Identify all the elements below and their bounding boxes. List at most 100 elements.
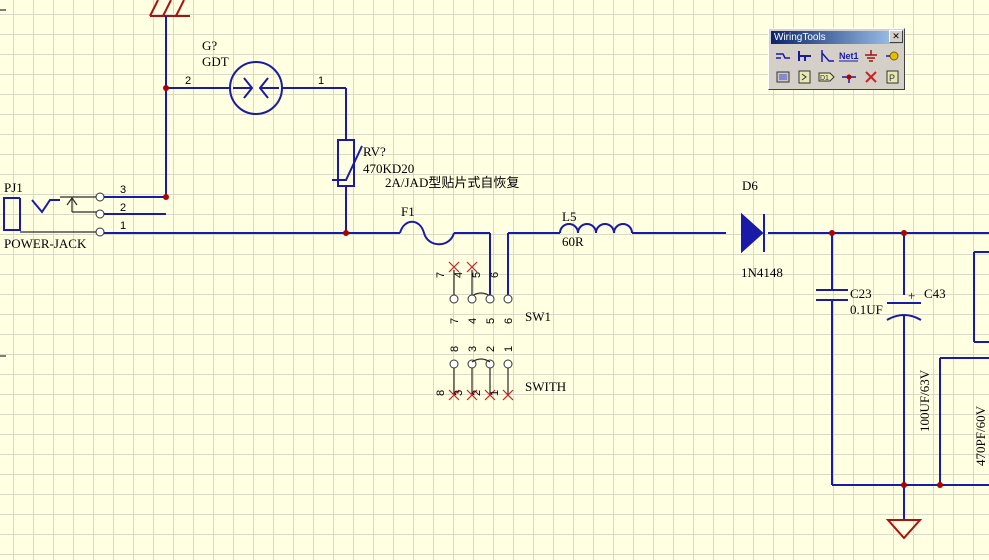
- c43-polarity: +: [908, 288, 915, 303]
- jack-body: [3, 197, 21, 231]
- bus-entry-icon: [820, 49, 834, 62]
- jack-pin-circle[interactable]: [95, 209, 105, 219]
- f1-designator: F1: [401, 204, 415, 219]
- wire-tool-button[interactable]: [772, 46, 793, 65]
- swith-bottom-pin: 8: [435, 390, 447, 396]
- junction-dot: [163, 85, 169, 91]
- diode-triangle: [741, 212, 764, 254]
- jack-pin-circle[interactable]: [95, 227, 105, 237]
- swith-designator: SWITH: [525, 379, 566, 394]
- f1-note: 2A/JAD型贴片式自恢复: [385, 175, 519, 190]
- sw1-bottom-pin: 5: [485, 318, 497, 324]
- swith-pin-circle[interactable]: [503, 359, 513, 369]
- toolbar-row-1: Net1: [772, 46, 903, 65]
- swith-bottom-pin: 1: [489, 390, 501, 396]
- d6-value: 1N4148: [741, 265, 783, 280]
- sw1-bottom-pin: 7: [449, 318, 461, 324]
- swith-pin-circle[interactable]: [449, 359, 459, 369]
- gdt-arrow: [258, 77, 269, 99]
- varistor-slash: [332, 145, 363, 181]
- sw1-designator: SW1: [525, 309, 551, 324]
- switch-sw1[interactable]: 7 4 5 6 7 4 5 6 SW1: [435, 261, 551, 324]
- sw1-top-pin: 6: [489, 272, 501, 278]
- c43-designator: C43: [924, 286, 946, 301]
- gdt-designator: G?: [202, 38, 217, 53]
- part-icon: [776, 71, 789, 82]
- pj1-pin-1: 1: [120, 220, 126, 232]
- net-label-tool-button[interactable]: Net1: [838, 46, 859, 65]
- wiring-tools-toolbar[interactable]: WiringTools ✕ Net1 D1: [768, 28, 905, 90]
- sw1-pin-circle[interactable]: [485, 294, 495, 304]
- swith-bottom-pin: 2: [471, 390, 483, 396]
- power-port-tool-button[interactable]: [882, 46, 903, 65]
- bus-tool-button[interactable]: [794, 46, 815, 65]
- sheet-entry-icon: D1: [818, 72, 835, 82]
- swith-top-pin: 2: [485, 346, 497, 352]
- cap-curved-plate: [886, 314, 922, 321]
- junction-dot: [163, 194, 169, 200]
- sw1-bottom-pin: 6: [503, 318, 515, 324]
- fuse-f1[interactable]: F1 2A/JAD型贴片式自恢复: [385, 175, 519, 246]
- junction-dot: [901, 482, 907, 488]
- pj1-designator: PJ1: [4, 180, 23, 195]
- sheet-symbol-tool-button[interactable]: [794, 67, 815, 86]
- wire-icon: [775, 52, 790, 59]
- capacitor-c23[interactable]: C23 0.1UF: [816, 286, 883, 317]
- inductor-l5[interactable]: L5 60R: [559, 209, 633, 249]
- toolbar-title[interactable]: WiringTools: [771, 31, 902, 44]
- fuse-body: [399, 220, 455, 246]
- swith-nc-marks: [448, 389, 514, 401]
- sw1-nc-marks: [448, 261, 478, 273]
- bus-entry-tool-button[interactable]: [816, 46, 837, 65]
- switch-swith[interactable]: 8 3 2 1 8 3 2 1 SWITH: [435, 346, 566, 401]
- swith-bottom-pin: 3: [453, 390, 465, 396]
- gas-discharge-tube-gdt[interactable]: G? GDT 2 1: [185, 38, 324, 115]
- ground-symbol[interactable]: [885, 519, 923, 540]
- svg-text:Net1: Net1: [839, 51, 859, 61]
- sw1-bottom-pin: 4: [467, 318, 479, 324]
- sheet-symbol-icon: [798, 70, 810, 83]
- wires[interactable]: [104, 16, 989, 520]
- swith-top-pin: 1: [503, 346, 515, 352]
- net-label-icon: Net1: [838, 51, 859, 61]
- junction-dot: [829, 230, 835, 236]
- pj1-name: POWER-JACK: [4, 236, 87, 251]
- c23-designator: C23: [850, 286, 872, 301]
- gdt-pin-2: 2: [185, 75, 191, 87]
- jack-pin-circle[interactable]: [95, 192, 105, 202]
- l5-value: 60R: [562, 234, 584, 249]
- no-erc-tool-button[interactable]: [860, 67, 881, 86]
- sheet-entry-tool-button[interactable]: D1: [816, 67, 837, 86]
- close-icon[interactable]: ✕: [889, 30, 903, 43]
- power-jack-pj1[interactable]: 3 2 1 PJ1 POWER-JACK: [3, 180, 126, 251]
- swith-pin-circle[interactable]: [485, 359, 495, 369]
- varistor-rv[interactable]: RV? 470KD20: [332, 139, 414, 187]
- c-right-value: 470PF/60V: [973, 405, 988, 466]
- junctions: [163, 85, 943, 488]
- diode-d6[interactable]: D6 1N4148: [741, 178, 783, 280]
- junction-dot: [343, 230, 349, 236]
- sw1-pin-circle[interactable]: [503, 294, 513, 304]
- part-tool-button[interactable]: [772, 67, 793, 86]
- rv-designator: RV?: [363, 144, 386, 159]
- port-icon: P: [886, 70, 898, 83]
- sw1-top-pin: 5: [471, 272, 483, 278]
- jack-arrow: [66, 196, 78, 206]
- l5-designator: L5: [562, 209, 576, 224]
- pj1-pin-3: 3: [120, 184, 126, 196]
- sw1-pin-circle[interactable]: [467, 294, 477, 304]
- port-tool-button[interactable]: P: [882, 67, 903, 86]
- swith-top-pin: 8: [449, 346, 461, 352]
- c23-value: 0.1UF: [850, 302, 883, 317]
- earth-ground-symbol[interactable]: [149, 0, 190, 17]
- ground-tool-button[interactable]: [860, 46, 881, 65]
- gdt-pin-1: 1: [318, 75, 324, 87]
- no-erc-icon: [864, 70, 877, 83]
- swith-pin-circle[interactable]: [467, 359, 477, 369]
- inductor-coil: [559, 223, 633, 234]
- sw1-pin-circle[interactable]: [449, 294, 459, 304]
- capacitor-c43[interactable]: + C43 100UF/63V: [886, 286, 946, 432]
- junction-tool-button[interactable]: [838, 67, 859, 86]
